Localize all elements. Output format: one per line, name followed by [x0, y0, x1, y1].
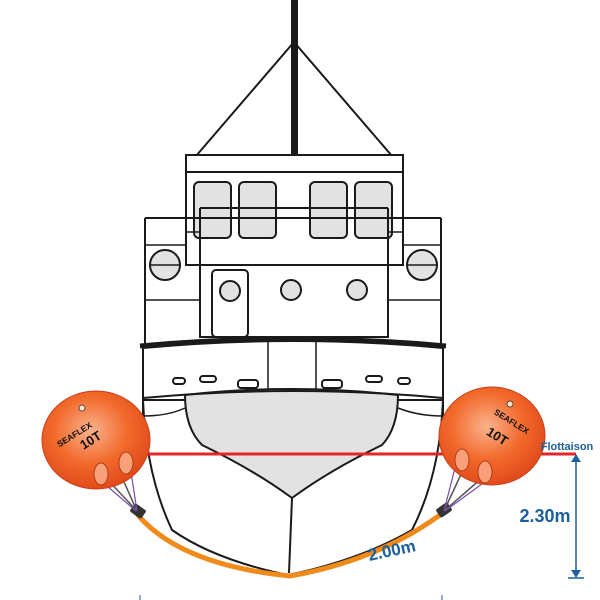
side-vents [149, 249, 438, 281]
keel-line [288, 497, 293, 574]
draft-dimension [568, 454, 584, 579]
waterline-label: Flottaison [541, 441, 594, 453]
scupper [172, 377, 186, 385]
bow-plate [183, 388, 400, 500]
rigging-line-right [293, 41, 393, 157]
deck-house [199, 264, 389, 338]
wheelhouse [185, 154, 404, 266]
window-4 [354, 181, 393, 239]
porthole-icon [346, 279, 368, 301]
dimension-arrow-icon [571, 570, 581, 578]
window-1 [193, 181, 232, 239]
scupper [237, 379, 259, 389]
window-2 [238, 181, 277, 239]
scupper [397, 377, 411, 385]
scupper [321, 379, 343, 389]
porthole-icon [280, 279, 302, 301]
hull [141, 340, 445, 577]
scupper [365, 375, 383, 383]
draft-label: 2.30m [519, 506, 570, 526]
dimension-arrow-icon [571, 454, 581, 462]
scupper [199, 375, 217, 383]
upper-railing [144, 207, 442, 345]
wheelhouse-roof [185, 154, 404, 173]
lift-bag-left: SEAFLEX 10T [41, 390, 151, 512]
rigging-line-left [195, 41, 295, 157]
mast [195, 0, 393, 157]
porthole-icon [219, 280, 241, 302]
mast-pole [291, 0, 298, 155]
window-3 [309, 181, 348, 239]
lift-bag-right: SEAFLEX 10T [438, 386, 546, 512]
deck-bar [139, 336, 447, 349]
